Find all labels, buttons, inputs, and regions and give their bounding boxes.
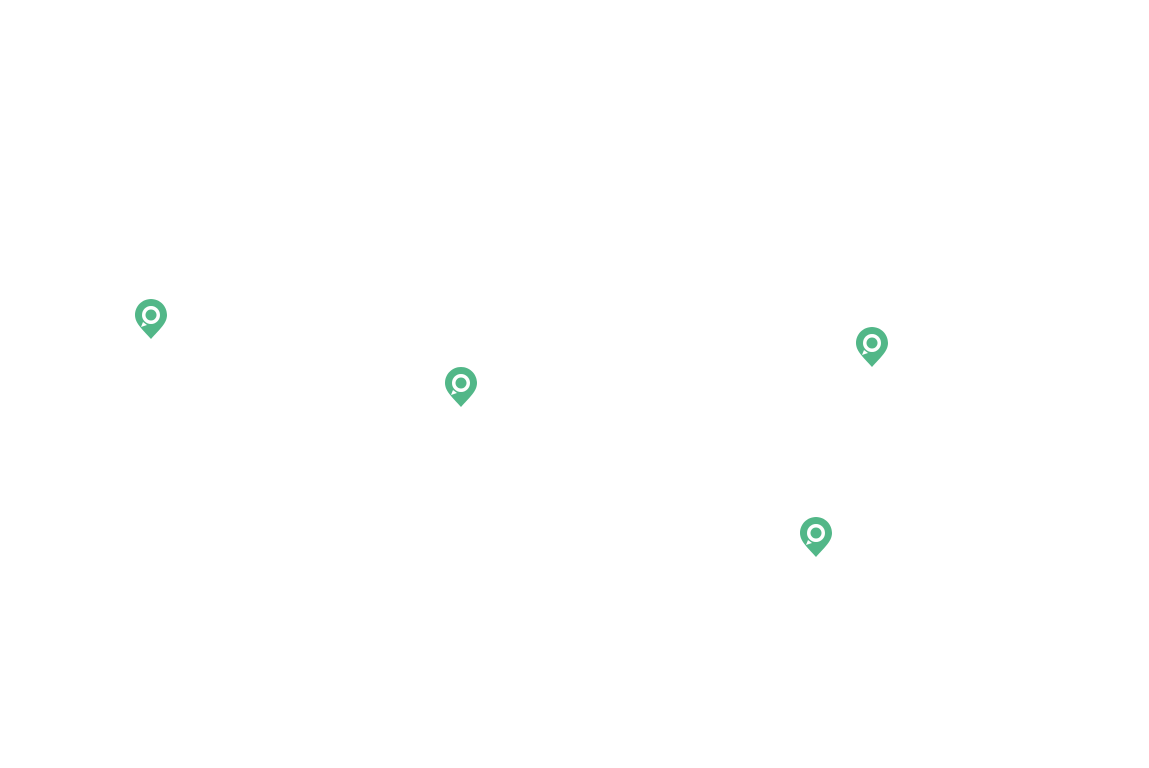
map-pin-icon bbox=[856, 327, 888, 367]
map-marker[interactable] bbox=[134, 298, 168, 340]
map-marker[interactable] bbox=[855, 326, 889, 368]
map-marker[interactable] bbox=[799, 516, 833, 558]
map-marker[interactable] bbox=[444, 366, 478, 408]
map-pin-icon bbox=[800, 517, 832, 557]
map-pin-icon bbox=[135, 299, 167, 339]
map-pin-icon bbox=[445, 367, 477, 407]
